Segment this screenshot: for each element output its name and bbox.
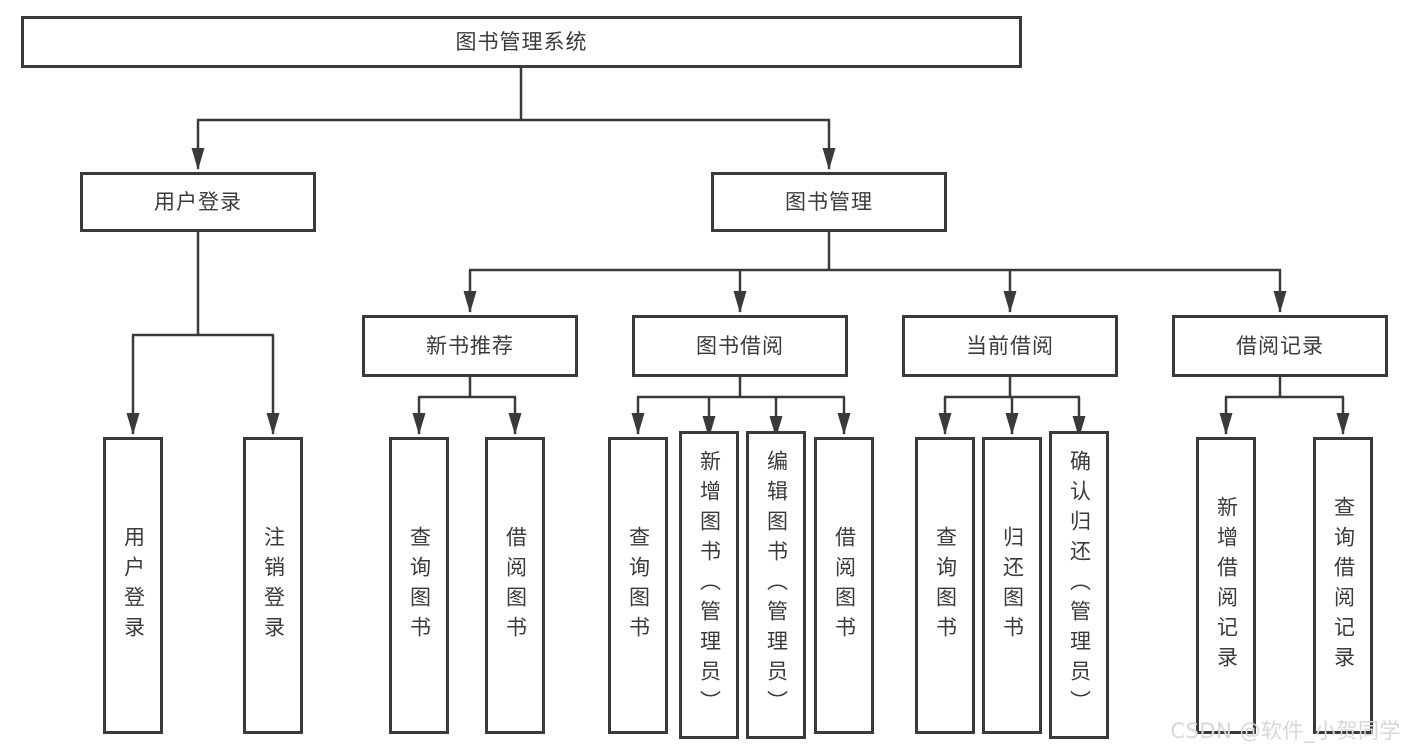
leaf-borrow-books-recommend: 借阅图书 [485, 437, 545, 734]
leaf-logout-login: 注销登录 [243, 437, 303, 734]
leaf-query-books-recommend: 查询图书 [389, 437, 449, 734]
leaf-query-books-current: 查询图书 [915, 437, 975, 734]
node-current-borrow: 当前借阅 [902, 315, 1118, 377]
leaf-query-books-borrow: 查询图书 [608, 437, 668, 734]
leaf-add-book-admin: 新增图书（管理员） [679, 431, 739, 739]
leaf-add-borrow-record: 新增借阅记录 [1196, 437, 1256, 734]
node-book-management: 图书管理 [711, 172, 947, 232]
leaf-borrow-books-borrow: 借阅图书 [814, 437, 874, 734]
leaf-confirm-return-admin: 确认归还（管理员） [1049, 431, 1109, 739]
node-system-root: 图书管理系统 [21, 16, 1022, 68]
node-user-login: 用户登录 [80, 172, 316, 232]
leaf-return-book: 归还图书 [982, 437, 1042, 734]
leaf-query-borrow-record: 查询借阅记录 [1313, 437, 1373, 734]
leaf-user-login: 用户登录 [103, 437, 163, 734]
node-new-book-recommend: 新书推荐 [362, 315, 578, 377]
node-borrow-records: 借阅记录 [1172, 315, 1388, 377]
node-book-borrow: 图书借阅 [632, 315, 848, 377]
leaf-edit-book-admin: 编辑图书（管理员） [746, 431, 806, 739]
